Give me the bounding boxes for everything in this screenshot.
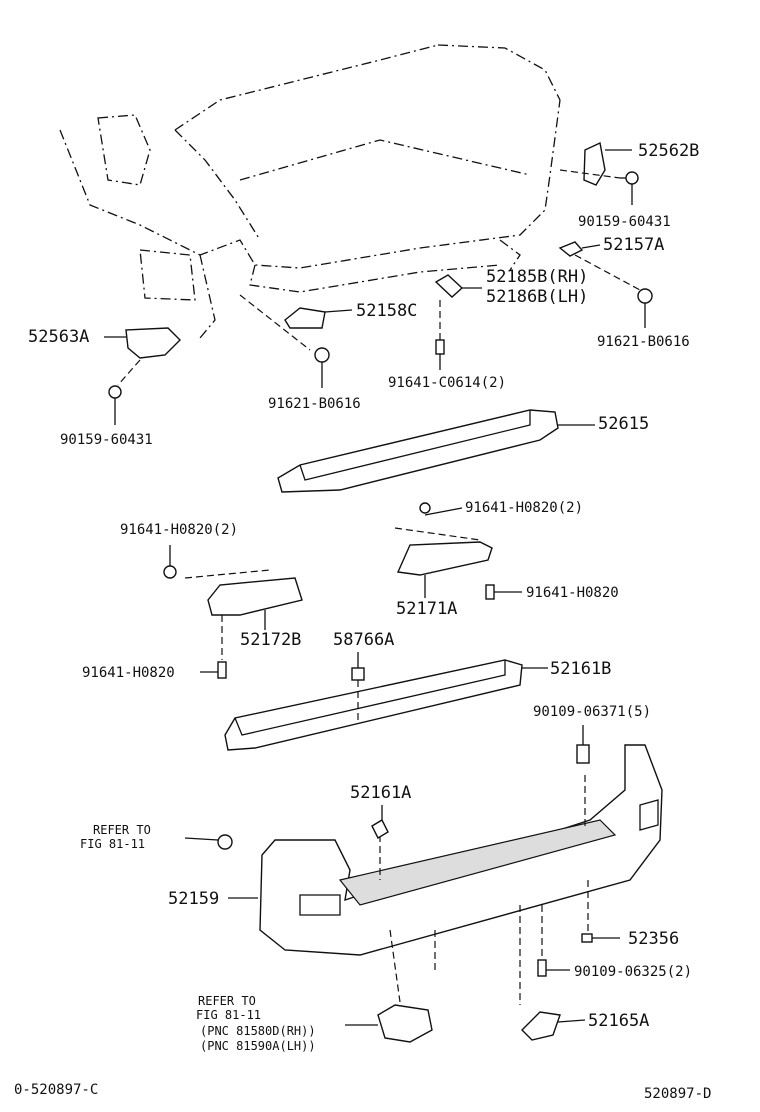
bracket-52158C bbox=[239, 294, 353, 351]
refer-fig-marker-1 bbox=[184, 834, 233, 850]
cap-52356 bbox=[581, 880, 620, 943]
bolt-90159-left bbox=[108, 385, 122, 425]
footer-left-code: 0-520897-C bbox=[14, 1082, 98, 1098]
label-52563A: 52563A bbox=[28, 327, 89, 347]
retainer-52171A bbox=[394, 502, 522, 600]
footer-right-code: 520897-D bbox=[644, 1086, 711, 1102]
lamp-refer bbox=[345, 929, 433, 1043]
label-52356: 52356 bbox=[628, 929, 679, 949]
label-52165A: 52165A bbox=[588, 1011, 649, 1031]
label-pnc-81590a: (PNC 81590A(LH)) bbox=[200, 1039, 316, 1053]
label-90109-06371: 90109-06371(5) bbox=[533, 704, 651, 720]
label-52159: 52159 bbox=[168, 889, 219, 909]
label-91641-H0820-right: 91641-H0820 bbox=[526, 585, 619, 601]
bolt-91621-mid bbox=[314, 347, 330, 388]
vehicle-body-outline bbox=[59, 44, 561, 339]
label-fig-81-11-2: FIG 81-11 bbox=[196, 1008, 261, 1022]
label-91641-H0820-left: 91641-H0820 bbox=[82, 665, 175, 681]
label-58766A: 58766A bbox=[333, 630, 394, 650]
retainer-52172B bbox=[163, 545, 303, 679]
label-91641-H0820-2-left: 91641-H0820(2) bbox=[120, 522, 238, 538]
label-52158C: 52158C bbox=[356, 301, 417, 321]
bolt-90159-top bbox=[620, 171, 639, 205]
label-90109-06325: 90109-06325(2) bbox=[574, 964, 692, 980]
bumper-cover-52159 bbox=[228, 744, 663, 1005]
absorber-52161B bbox=[224, 652, 548, 751]
label-52171A: 52171A bbox=[396, 599, 457, 619]
label-52172B: 52172B bbox=[240, 630, 301, 650]
label-52161B: 52161B bbox=[550, 659, 611, 679]
bracket-52185B bbox=[434, 274, 482, 340]
label-91621-B0616-right: 91621-B0616 bbox=[597, 334, 690, 350]
bolt-91641-C0614 bbox=[435, 339, 445, 370]
bracket-52157A bbox=[558, 241, 641, 291]
clip-90109-06371 bbox=[576, 725, 590, 764]
label-91621-B0616-mid: 91621-B0616 bbox=[268, 396, 361, 412]
label-52157A: 52157A bbox=[603, 235, 664, 255]
bracket-52562B bbox=[559, 141, 632, 186]
label-91641-H0820-2-right: 91641-H0820(2) bbox=[465, 500, 583, 516]
label-90159-60431-left: 90159-60431 bbox=[60, 432, 153, 448]
clip-52161A bbox=[371, 805, 389, 839]
label-52161A: 52161A bbox=[350, 783, 411, 803]
label-52615: 52615 bbox=[598, 414, 649, 434]
label-52186B: 52186B(LH) bbox=[486, 287, 588, 307]
label-90159-60431-top: 90159-60431 bbox=[578, 214, 671, 230]
label-52185B: 52185B(RH) bbox=[486, 267, 588, 287]
label-fig-81-11-1: FIG 81-11 bbox=[80, 837, 145, 851]
label-52562B: 52562B bbox=[638, 141, 699, 161]
reinforcement-52615 bbox=[277, 409, 595, 493]
label-refer-to-1: REFER TO bbox=[93, 823, 151, 837]
cover-52165A bbox=[521, 1011, 586, 1041]
bracket-52563A bbox=[104, 327, 181, 386]
label-refer-to-2: REFER TO bbox=[198, 994, 256, 1008]
bolt-91621-right bbox=[637, 288, 653, 328]
label-pnc-81580d: (PNC 81580D(RH)) bbox=[200, 1024, 316, 1038]
bolt-90109-06325 bbox=[537, 905, 570, 977]
label-91641-C0614: 91641-C0614(2) bbox=[388, 375, 506, 391]
